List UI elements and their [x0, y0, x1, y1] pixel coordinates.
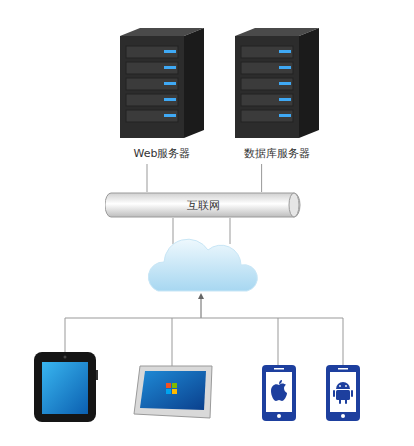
drive-bay	[241, 110, 293, 122]
wire	[230, 218, 231, 244]
server-front	[120, 36, 184, 138]
status-led	[279, 98, 291, 101]
network-label: 互联网	[105, 192, 301, 218]
drive-bay	[126, 94, 178, 106]
tablet-icon	[34, 352, 98, 422]
status-led	[164, 114, 176, 117]
connector-line	[261, 164, 262, 192]
server-label: Web服务器	[112, 146, 212, 161]
wire	[343, 318, 344, 365]
status-led	[279, 114, 291, 117]
windows-tablet-icon	[134, 366, 212, 418]
status-led	[164, 50, 176, 53]
android-phone-icon	[326, 365, 360, 421]
cloud-shape	[148, 239, 257, 291]
drive-bay	[241, 94, 293, 106]
server-tower	[112, 22, 212, 140]
iphone-icon	[262, 365, 296, 421]
server-front	[235, 36, 299, 138]
status-led	[279, 50, 291, 53]
pipe-body	[105, 193, 300, 217]
wire	[65, 318, 66, 352]
drive-bay	[241, 62, 293, 74]
drive-bay	[241, 46, 293, 58]
drive-bay	[126, 78, 178, 90]
drive-bay	[241, 78, 293, 90]
drive-bay	[126, 62, 178, 74]
pipe-end	[289, 193, 299, 217]
status-led	[164, 98, 176, 101]
connector-line	[147, 164, 148, 192]
wire	[173, 218, 174, 244]
server-body	[235, 28, 319, 138]
drive-bay	[126, 46, 178, 58]
server-tower	[222, 22, 332, 140]
status-led	[279, 66, 291, 69]
server-side	[184, 28, 204, 138]
status-led	[164, 82, 176, 85]
wire	[278, 318, 279, 365]
status-led	[279, 82, 291, 85]
internet-pipe: 互联网	[105, 192, 301, 218]
wire	[172, 318, 173, 368]
web-server-node: Web服务器	[112, 22, 212, 164]
wire	[65, 318, 343, 319]
database-server-node: 数据库服务器	[222, 22, 332, 164]
drive-bay	[126, 110, 178, 122]
arrow-line	[201, 296, 202, 318]
server-side	[299, 28, 319, 138]
status-led	[164, 66, 176, 69]
server-label: 数据库服务器	[222, 146, 332, 161]
server-body	[120, 28, 204, 138]
